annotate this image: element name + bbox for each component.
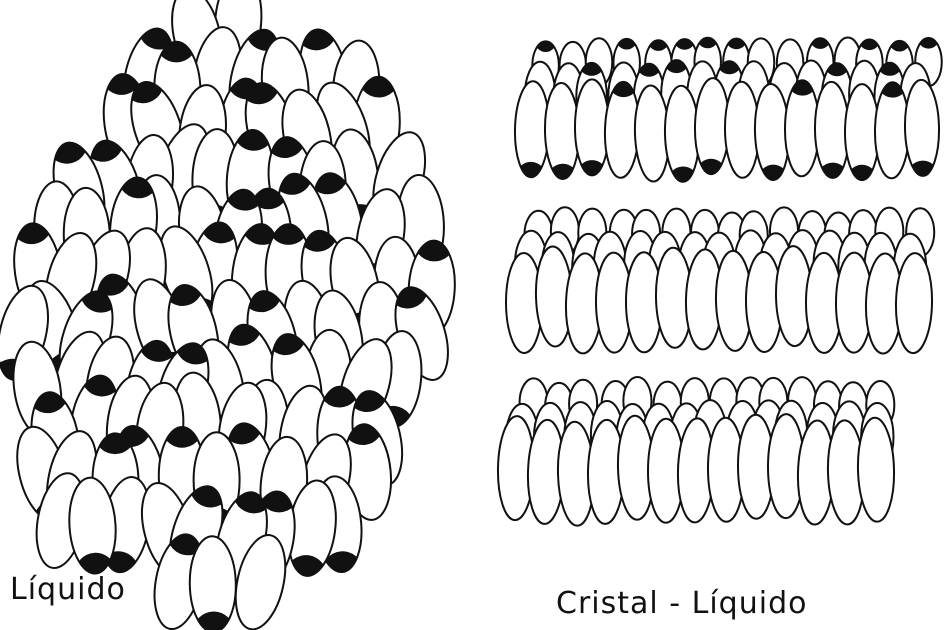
polar-head: [726, 28, 747, 49]
lc-front-molecule: [575, 79, 609, 190]
polar-head: [859, 29, 880, 50]
liquid-crystal-phase-panel: [497, 27, 942, 526]
liquid-phase-label: Líquido: [10, 572, 126, 607]
lc-front-molecule: [904, 80, 940, 192]
polar-head: [616, 28, 637, 49]
polar-head: [648, 30, 669, 51]
liquid-crystal-phase-label: Cristal - Líquido: [556, 586, 807, 621]
polar-head: [918, 27, 939, 48]
polar-head: [535, 31, 556, 52]
polar-head: [889, 30, 910, 51]
polar-head: [674, 28, 695, 49]
liquid-phase-panel: [0, 0, 458, 630]
lc-front-molecule: [845, 84, 879, 195]
